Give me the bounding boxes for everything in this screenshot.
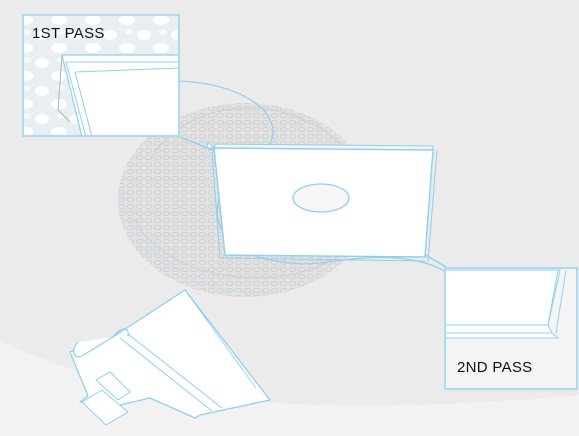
folded-dust-cover-icon [70,290,270,425]
second-pass-label: 2ND PASS [457,360,532,375]
first-pass-label: 1ST PASS [32,26,105,41]
disc-vinyl-record-icon [293,184,349,212]
